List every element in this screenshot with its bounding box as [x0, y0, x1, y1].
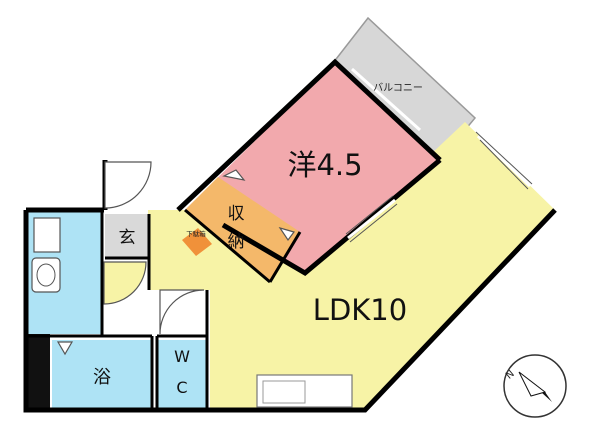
ldk-label: LDK10	[313, 293, 407, 327]
shoe-box-label: 下駄箱	[186, 229, 206, 238]
wall-column	[26, 334, 50, 410]
toilet-label-line1: W	[174, 347, 190, 366]
compass-icon: N	[503, 354, 567, 418]
balcony-label: バルコニー	[373, 82, 423, 94]
shoe-box-marker	[182, 228, 212, 256]
ldk-area	[148, 122, 555, 410]
washbasin-icon	[31, 257, 61, 293]
entrance-label: 玄	[119, 228, 136, 248]
toilet-area	[157, 340, 207, 408]
washing-machine-icon	[33, 217, 61, 253]
window-frames	[345, 131, 533, 243]
windows	[347, 67, 532, 240]
storage-label-line1: 収	[228, 204, 245, 224]
kitchen-sink-icon	[262, 380, 306, 404]
door-swings	[56, 161, 205, 356]
storage-label-line2: 納	[228, 232, 245, 252]
closet-doors	[222, 169, 296, 242]
bath-area	[52, 340, 152, 408]
outer-walls	[23, 58, 557, 413]
entrance-area	[105, 214, 149, 258]
basin-bowl-icon	[36, 263, 56, 287]
western-room-label: 洋4.5	[287, 148, 362, 182]
toilet-label-line2: C	[176, 378, 187, 397]
bath-label: 浴	[93, 367, 111, 388]
interior-walls	[26, 208, 302, 410]
